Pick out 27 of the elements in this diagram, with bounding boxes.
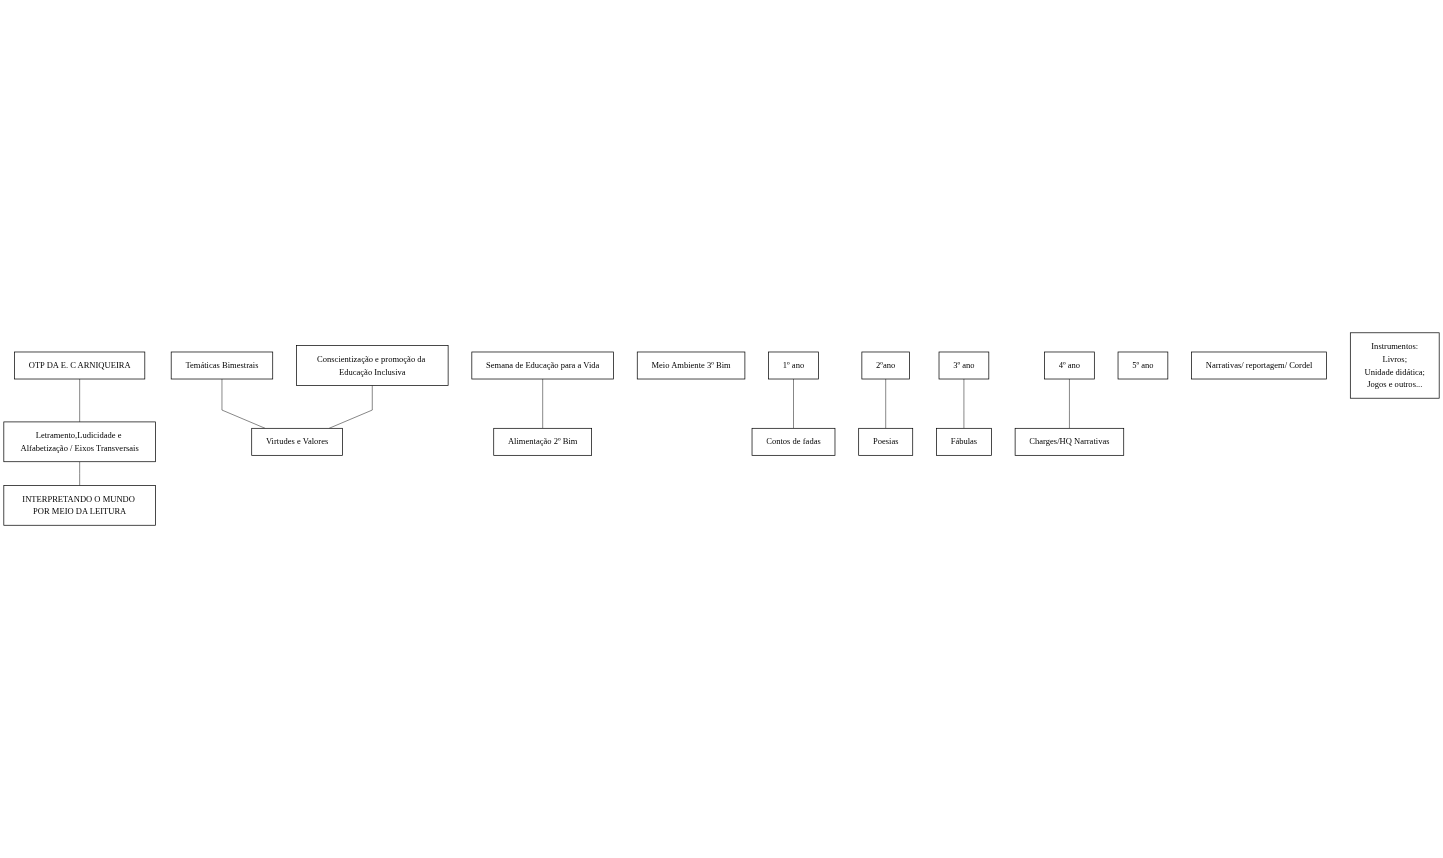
connector [885,378,886,429]
connector [1069,378,1070,429]
node-box: 1º ano [768,351,819,380]
node-box: Virtudes e Valores [251,427,343,456]
node-box: Conscientização e promoção da Educação Inclusiva [296,345,449,386]
connector [542,378,543,429]
node-box: INTERPRETANDO O MUNDO POR MEIO DA LEITURA [3,485,156,526]
connector [793,378,794,429]
node-box: Letramento,Ludicidade e Alfabetização / Eixos Transversais [3,421,156,463]
node-box: Fábulas [936,427,992,456]
node-box: Instrumentos: Livros; Unidade didática; Jogos e outros... [1349,332,1440,399]
node-box: 2ºano [861,351,910,380]
node-box: OTP DA E. C ARNIQUEIRA [14,351,146,380]
node-box: Meio Ambiente 3º Bim [636,351,746,380]
node-box: Poesias [858,427,914,456]
node-box: Temáticas Bimestrais [170,351,274,380]
node-box: Contos de fadas [751,427,836,456]
node-box: Charges/HQ Narrativas [1014,427,1125,456]
connector [79,461,80,486]
node-box: Semana de Educação para a Vida [471,351,614,380]
connector [963,378,965,429]
node-box: 4º ano [1044,351,1095,380]
node-box: 5º ano [1117,351,1169,380]
connector [328,385,373,429]
node-box: 3º ano [938,351,990,380]
node-box: Alimentação 2º Bim [493,427,592,456]
node-box: Narrativas/ reportagem/ Cordel [1191,351,1327,380]
